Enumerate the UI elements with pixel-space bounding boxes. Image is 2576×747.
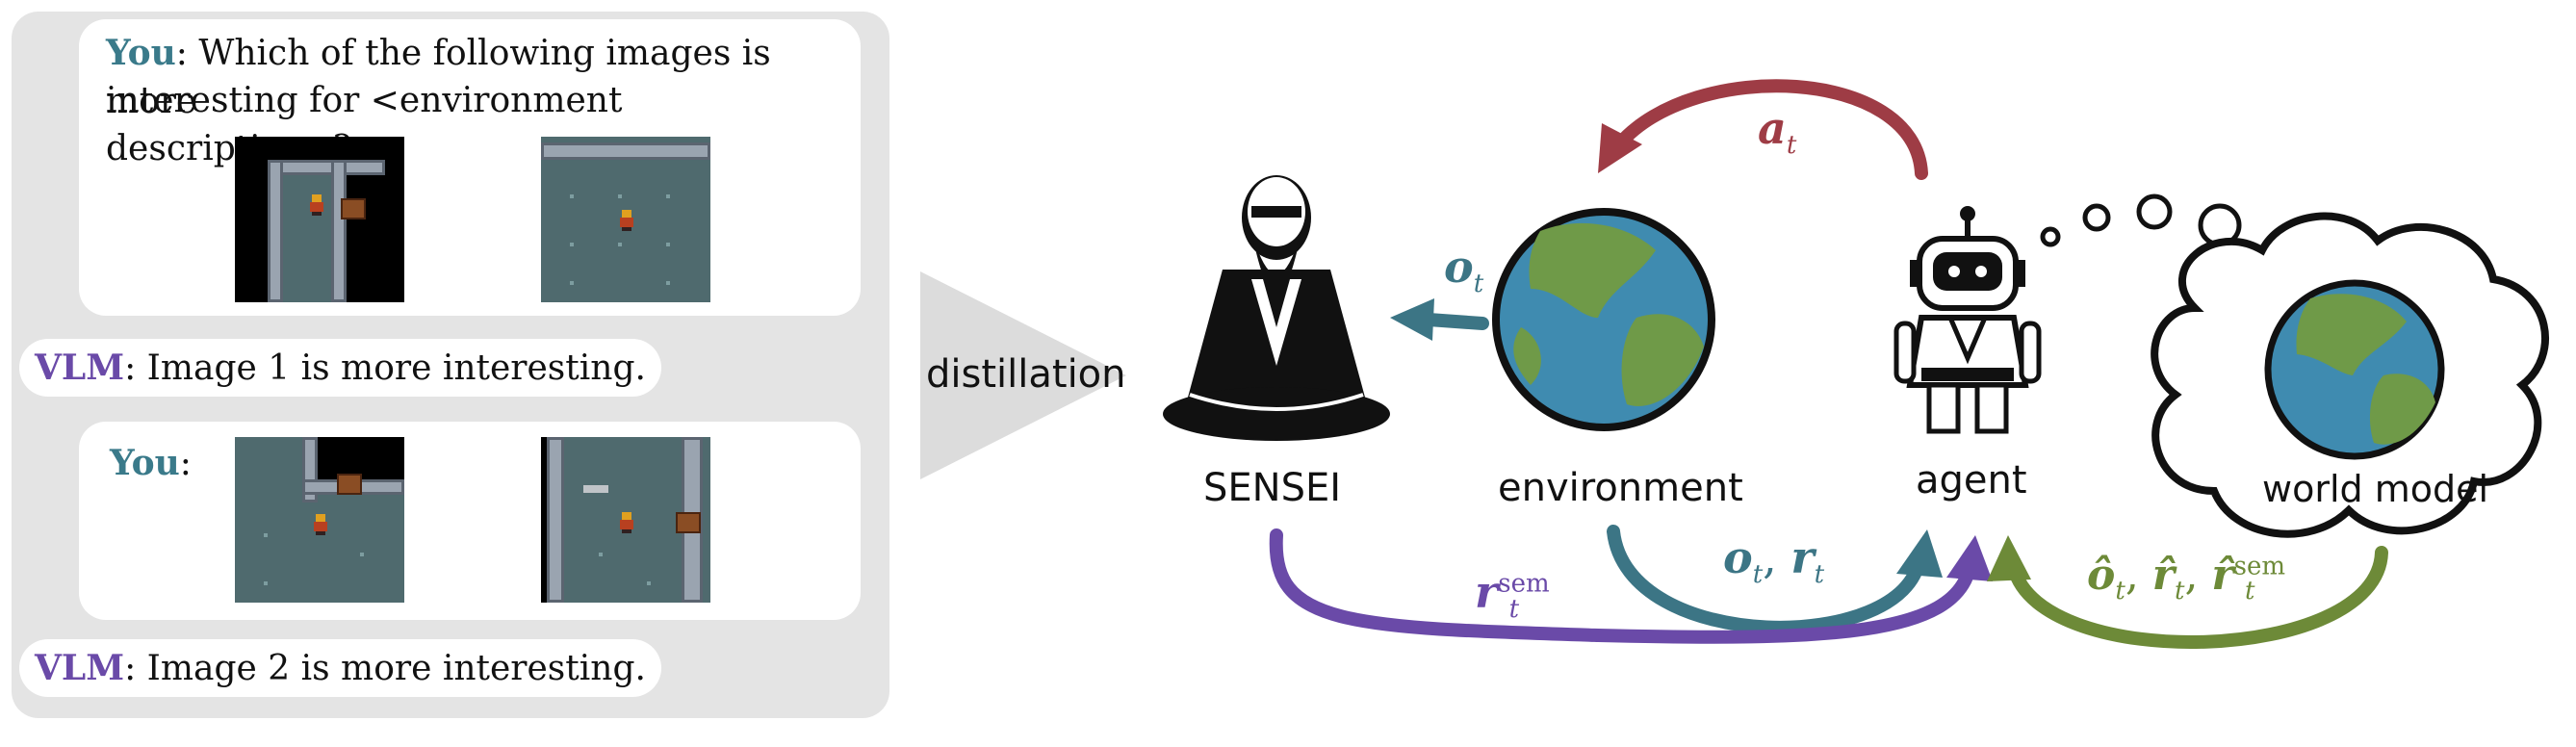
world-model-prediction-label: ôt, r̂t, r̂semt bbox=[2087, 551, 2285, 605]
game-frame-image-3 bbox=[235, 437, 404, 603]
observation-label: ot bbox=[1444, 241, 1484, 299]
env-to-agent-arrow bbox=[1607, 525, 1926, 634]
world-model-cloud bbox=[2151, 212, 2549, 538]
action-arrow bbox=[1612, 79, 1928, 180]
action-label: at bbox=[1758, 102, 1797, 161]
sensei-figure bbox=[1163, 175, 1390, 441]
sensei-label: SENSEI bbox=[1203, 466, 1342, 510]
you-speaker-label: You bbox=[106, 33, 176, 73]
env-to-agent-label: ot, rt bbox=[1723, 531, 1825, 590]
question-2: You: bbox=[110, 443, 192, 483]
prompt-card-1: You: Which of the following images is mo… bbox=[79, 19, 861, 316]
semantic-reward-label: rsemt bbox=[1475, 566, 1550, 625]
thought-bubbles bbox=[2040, 193, 2242, 247]
world-model-to-agent-arrow bbox=[2007, 546, 2388, 650]
game-frame-image-4 bbox=[541, 437, 710, 603]
agent-robot-figure bbox=[1893, 206, 2042, 434]
distillation-arrow bbox=[920, 271, 1126, 479]
world-model-label: world model bbox=[2262, 468, 2489, 510]
game-frame-image-2 bbox=[541, 137, 710, 302]
observation-to-sensei-arrow bbox=[1422, 313, 1489, 330]
environment-label: environment bbox=[1498, 466, 1743, 510]
distillation-label: distillation bbox=[926, 352, 1126, 397]
agent-label: agent bbox=[1916, 458, 2027, 502]
sensei-to-agent-arrow bbox=[1269, 528, 1976, 644]
question-line-2: interesting for <environment description… bbox=[106, 81, 623, 168]
environment-globe bbox=[1492, 208, 1715, 431]
game-frame-image-1 bbox=[235, 137, 404, 302]
prompt-card-2: You: bbox=[79, 422, 861, 620]
vlm-answer-1: VLM: Image 1 is more interesting. bbox=[19, 339, 661, 397]
vlm-speaker-label: VLM bbox=[35, 348, 125, 388]
question-line-1: You: Which of the following images is mo… bbox=[106, 33, 771, 121]
vlm-answer-2: VLM: Image 2 is more interesting. bbox=[19, 639, 661, 697]
